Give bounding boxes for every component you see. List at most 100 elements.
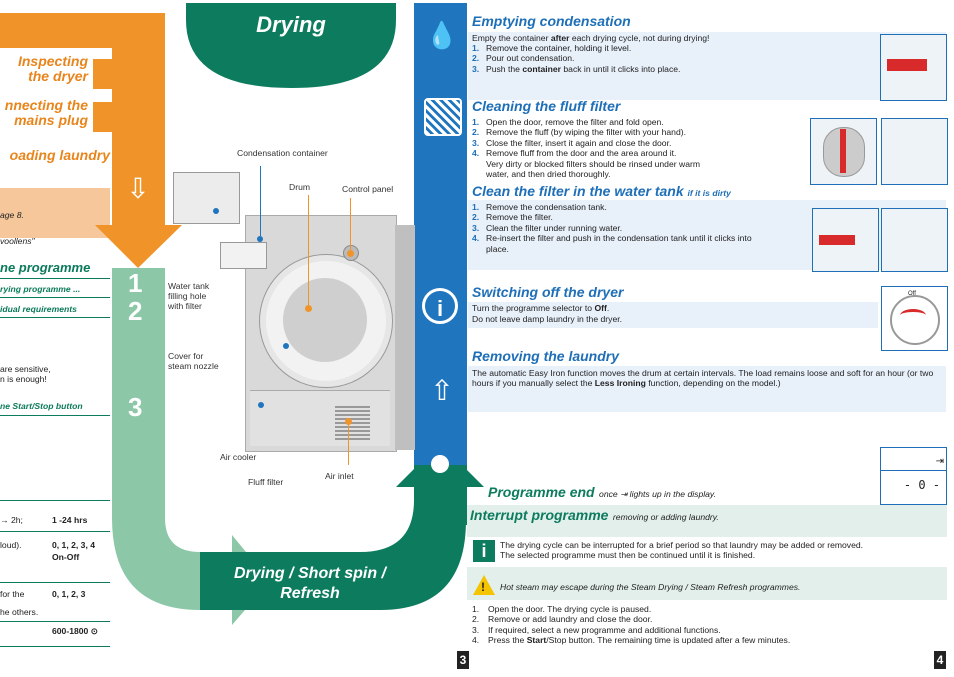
leader-drum xyxy=(308,195,309,305)
fluff-image-2 xyxy=(881,118,948,185)
emptying-intro-a: Empty the container xyxy=(472,33,551,43)
divider-2 xyxy=(0,297,110,298)
programme-heading: ne programme xyxy=(0,260,91,275)
programme-selector-dial xyxy=(890,295,940,345)
dryer-side xyxy=(395,225,415,450)
emptying-image xyxy=(880,34,947,101)
interrupt-steps-bg xyxy=(467,600,947,650)
emptying-title: Emptying condensation xyxy=(472,13,631,29)
list-item: 1.Open the door, remove the filter and f… xyxy=(472,117,664,127)
table-row-5-left: he others. xyxy=(0,607,39,617)
end-dot-icon xyxy=(431,455,449,473)
unload-icon: ⇧ xyxy=(430,375,454,406)
individual-req: idual requirements xyxy=(0,304,77,314)
marker-air-cooler xyxy=(258,402,264,408)
step-2: 2 xyxy=(128,296,143,326)
green-shaft xyxy=(112,268,165,518)
page-title: Drying xyxy=(256,12,326,37)
switching-line2: Do not leave damp laundry in the dryer. xyxy=(472,314,623,324)
interrupt-title-line: Interrupt programme removing or adding l… xyxy=(470,507,719,525)
table-row-4-left: for the xyxy=(0,589,25,599)
label-control-panel: Control panel xyxy=(342,184,394,194)
condensation-container-drawer xyxy=(173,172,240,224)
display-readout: - 0 - xyxy=(903,478,940,492)
marker-water-tank xyxy=(213,208,219,214)
label-air-inlet: Air inlet xyxy=(325,471,354,481)
list-item: 1.Remove the container, holding it level… xyxy=(472,43,632,53)
emptying-intro: Empty the container after each drying cy… xyxy=(472,33,709,43)
red-updown-arrow-icon xyxy=(840,129,846,173)
red-rotate-arrows-icon xyxy=(900,309,926,322)
list-item: 3.Close the filter, insert it again and … xyxy=(472,137,672,148)
list-item: 2.Pour out condensation. xyxy=(472,53,575,64)
table-row-1-left: → 2h; xyxy=(0,515,23,525)
list-item: 2.Remove or add laundry and close the do… xyxy=(472,614,653,625)
interrupt-warning-text: Hot steam may escape during the Steam Dr… xyxy=(500,582,801,592)
air-inlet-grille xyxy=(335,405,370,440)
settings-table: → 2h; 1 -24 hrs loud). 0, 1, 2, 3, 4 On-… xyxy=(0,500,110,647)
page-reference: age 8. xyxy=(0,210,24,220)
left-column: Inspecting the dryer nnecting the mains … xyxy=(0,13,165,653)
removing-section-bg xyxy=(468,366,946,412)
page-number-right: 4 xyxy=(934,651,946,669)
interrupt-steps: 1.Open the door. The drying cycle is pau… xyxy=(472,604,790,646)
woollens-text: voollens" xyxy=(0,236,35,246)
marker-control-panel xyxy=(347,250,354,257)
leader-condensation xyxy=(260,166,261,236)
enough-text: n is enough! xyxy=(0,374,47,384)
interrupt-suffix: removing or adding laundry. xyxy=(612,512,719,522)
fluff-steps: 1.Open the door, remove the filter and f… xyxy=(472,117,802,179)
emptying-steps: 1.Remove the container, holding it level… xyxy=(472,43,680,74)
label-condensation-container: Condensation container xyxy=(237,148,328,158)
label-air-cooler: Air cooler xyxy=(220,452,257,462)
emptying-intro-b: after xyxy=(550,33,570,43)
sensitive-text: are sensitive, xyxy=(0,364,51,374)
water-tank-image-1 xyxy=(812,208,879,272)
removing-title: Removing the laundry xyxy=(472,348,620,364)
list-item: 3.Push the container back in until it cl… xyxy=(472,63,681,74)
drawer-handle xyxy=(220,242,267,269)
list-item: 2.Remove the fluff (by wiping the filter… xyxy=(472,127,686,138)
switching-title: Switching off the dryer xyxy=(472,284,624,300)
list-item: 4.Press the Start/Stop button. The remai… xyxy=(472,635,791,646)
water-tank-steps: 1.Remove the condensation tank. 2.Remove… xyxy=(472,202,807,254)
dial-image: Off xyxy=(881,286,948,351)
switching-line1: Turn the programme selector to Off. xyxy=(472,303,610,313)
connecting-heading: nnecting the mains plug xyxy=(4,97,88,128)
list-item: 4.Remove fluff from the door and the are… xyxy=(472,148,700,180)
marker-drum xyxy=(305,305,312,312)
page-number-left: 3 xyxy=(457,651,469,669)
emptying-intro-c: each drying cycle, not during drying! xyxy=(569,33,710,43)
list-item: 4.Re-insert the filter and push in the c… xyxy=(472,233,752,254)
warning-mark: ! xyxy=(481,580,485,594)
water-tank-title-suffix: if it is dirty xyxy=(687,188,731,198)
marker-air-inlet xyxy=(345,418,352,425)
marker-fluff-filter xyxy=(283,343,289,349)
drying-short-spin-label: Drying / Short spin / Refresh xyxy=(233,565,386,602)
fluff-title: Cleaning the fluff filter xyxy=(472,98,621,114)
filter-icon xyxy=(424,98,462,136)
orange-arrow-shaft xyxy=(112,13,165,225)
drying-tab xyxy=(186,3,396,88)
teal-bar-lower xyxy=(414,465,467,525)
table-row-2-left: loud). xyxy=(0,540,22,550)
list-item: 3.Clean the filter under running water. xyxy=(472,222,623,233)
drops-icon: 💧 xyxy=(425,20,459,50)
red-arrow-icon-2 xyxy=(819,235,855,245)
loading-heading: oading laundry xyxy=(9,147,110,163)
blue-bar xyxy=(414,3,467,523)
programme-end-line: Programme end once ⇥ lights up in the di… xyxy=(488,484,716,502)
red-arrow-icon xyxy=(887,59,927,71)
info-icon: i xyxy=(422,288,458,324)
water-tank-title-main: Clean the filter in the water tank xyxy=(472,183,684,199)
interrupt-info-bg xyxy=(467,537,947,567)
programme-end-title: Programme end xyxy=(488,484,595,500)
fluff-image-1 xyxy=(810,118,877,185)
label-drum: Drum xyxy=(289,182,311,192)
list-item: 1.Open the door. The drying cycle is pau… xyxy=(472,604,652,614)
removing-text: The automatic Easy Iron function moves t… xyxy=(472,368,934,389)
list-item: 3.If required, select a new programme an… xyxy=(472,624,721,635)
divider-4 xyxy=(0,415,110,416)
display-box: ⇥ - 0 - xyxy=(880,447,947,505)
